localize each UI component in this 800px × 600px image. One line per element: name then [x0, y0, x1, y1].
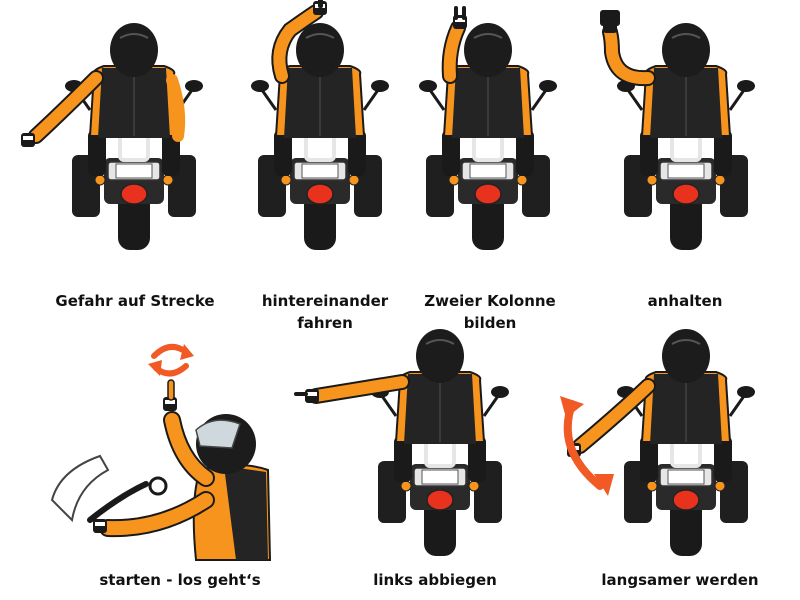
caption-zweier-kolonne-bilden: Zweier Kolonne bilden [424, 292, 556, 332]
rotate-arrows-icon [148, 343, 194, 377]
rider-figure-langsamer [567, 327, 757, 558]
caption-gefahr-auf-strecke: Gefahr auf Strecke [55, 292, 215, 310]
caption-langsamer-werden: langsamer werden [601, 571, 759, 589]
rider-figure-hintereinander [249, 0, 391, 252]
rider-figure-zweier-kolonne [417, 6, 559, 252]
up-down-arrow-icon [560, 396, 614, 496]
caption-starten: starten - los geht‘s [99, 571, 261, 589]
caption-links-abbiegen: links abbiegen [373, 571, 497, 589]
caption-hintereinander-fahren: hintereinander fahren [261, 292, 389, 332]
caption-anhalten: anhalten [647, 292, 723, 310]
rider-figure-anhalten [600, 10, 757, 252]
rider-figure-links-abbiegen [294, 327, 511, 558]
rider-figure-gefahr [21, 21, 205, 252]
rider-figure-starten [50, 343, 272, 561]
